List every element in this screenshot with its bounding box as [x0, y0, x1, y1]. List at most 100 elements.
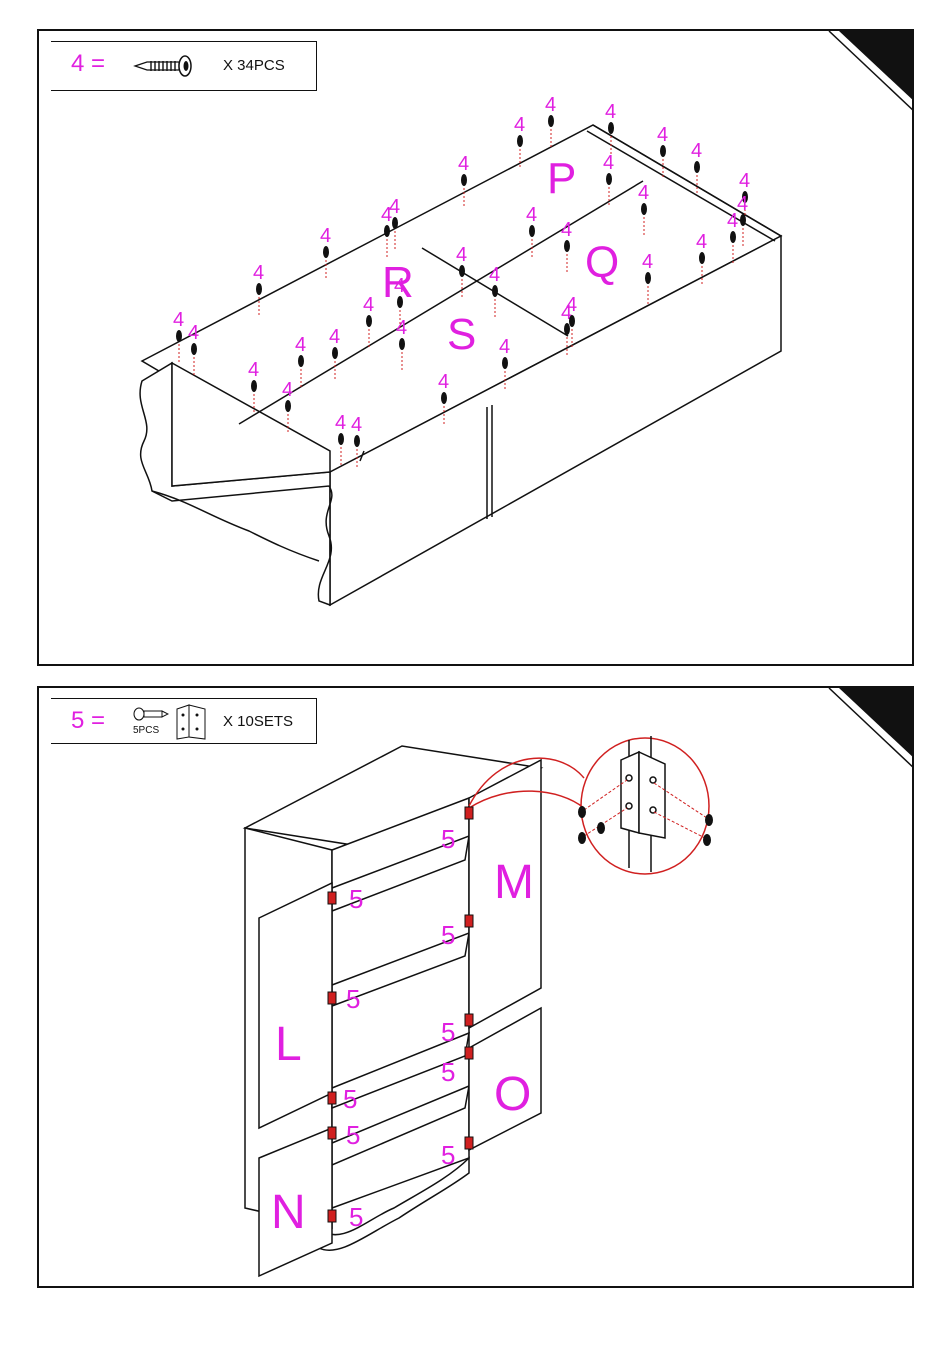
screw-label: 4 [603, 152, 614, 174]
hinge-label: 5 [441, 824, 455, 854]
corner-tab-icon [839, 31, 914, 103]
screw-icon [492, 285, 498, 297]
screw-label: 4 [329, 326, 340, 348]
hinge-label: 5 [441, 1017, 455, 1047]
screw-icon [323, 246, 329, 258]
screw-icon [332, 347, 338, 359]
screw-label: 4 [248, 359, 259, 381]
screw-icon [459, 265, 465, 277]
screw-label: 4 [458, 153, 469, 175]
screw-label: 4 [605, 101, 616, 123]
screw-label: 4 [295, 334, 306, 356]
screw-label: 4 [566, 294, 577, 316]
hinge-icon [465, 915, 473, 927]
screw-icon [461, 174, 467, 186]
screw-label: 4 [188, 322, 199, 344]
screw-label: 4 [456, 244, 467, 266]
screw-label: 4 [638, 182, 649, 204]
screw-label: 4 [253, 262, 264, 284]
screw-label: 4 [545, 94, 556, 116]
screw-label: 4 [351, 414, 362, 436]
hinge-icon [328, 1210, 336, 1222]
hinge-label: 5 [343, 1084, 357, 1114]
corner-tab-icon [839, 688, 914, 760]
screw-label: 4 [389, 196, 400, 218]
screw-label: 4 [691, 140, 702, 162]
part-label-q: Q [585, 238, 619, 287]
hinge-icon [328, 1092, 336, 1104]
screw-icon [176, 330, 182, 342]
screw-icon [441, 392, 447, 404]
screw-label: 4 [396, 317, 407, 339]
screw-label: 4 [737, 193, 748, 215]
hinge-icon [328, 992, 336, 1004]
screw-label: 4 [499, 336, 510, 358]
screw-label: 4 [739, 170, 750, 192]
hinge-label: 5 [349, 1202, 363, 1232]
cabinet-doors-assembly-drawing: 5 5 5 5 5 5 5 5 5 5 M L O N [39, 688, 914, 1288]
screw-icon [338, 433, 344, 445]
screw-label: 4 [696, 231, 707, 253]
step-panel-screws: 4 = X 34PCS [37, 29, 914, 666]
screw-icon [256, 283, 262, 295]
screw-icon [251, 380, 257, 392]
hinge-icon [328, 892, 336, 904]
screw-label: 4 [642, 251, 653, 273]
hinge-icon [328, 1127, 336, 1139]
screw-icon [645, 272, 651, 284]
screw-label: 4 [363, 294, 374, 316]
door-label-n: N [271, 1186, 306, 1239]
screw-label: 4 [489, 264, 500, 286]
hinge-icon [465, 1137, 473, 1149]
part-label-p: P [547, 154, 576, 203]
screw-label: 4 [282, 379, 293, 401]
screw-icon [606, 173, 612, 185]
screw-icon [694, 161, 700, 173]
screw-label: 4 [514, 114, 525, 136]
screw-icon [517, 135, 523, 147]
screw-icon [660, 145, 666, 157]
screw-icon [529, 225, 535, 237]
screw-label: 4 [438, 371, 449, 393]
screw-icon [699, 252, 705, 264]
hinge-icon [465, 1047, 473, 1059]
screw-icon [502, 357, 508, 369]
screw-icon [608, 122, 614, 134]
step-panel-hinges: 5 = 5PCS X 10SETS [37, 686, 914, 1288]
screw-label: 4 [657, 124, 668, 146]
screw-icon [740, 214, 746, 226]
hinge-icon [465, 807, 473, 819]
screw-icon [366, 315, 372, 327]
screw-icon [399, 338, 405, 350]
screw-icon [730, 231, 736, 243]
screw-icon [392, 217, 398, 229]
hinge-label: 5 [346, 984, 360, 1014]
screw-icon [564, 240, 570, 252]
screw-icon [191, 343, 197, 355]
door-label-m: M [494, 856, 534, 909]
screw-icon [354, 435, 360, 447]
hinge-label: 5 [346, 1120, 360, 1150]
screw-icon [641, 203, 647, 215]
screw-label: 4 [173, 309, 184, 331]
hinge-label: 5 [349, 884, 363, 914]
screw-label: 4 [561, 219, 572, 241]
hinge-label: 5 [441, 1140, 455, 1170]
part-label-r: R [382, 258, 414, 307]
screw-icon [548, 115, 554, 127]
hinge-label: 5 [441, 1057, 455, 1087]
part-label-s: S [447, 310, 476, 359]
screw-label: 4 [335, 412, 346, 434]
hinge-label: 5 [441, 920, 455, 950]
screw-icon [569, 315, 575, 327]
screw-label: 4 [526, 204, 537, 226]
door-label-o: O [494, 1068, 531, 1121]
door-label-l: L [275, 1018, 302, 1071]
screw-icon [285, 400, 291, 412]
screw-label: 4 [727, 210, 738, 232]
hinge-icon [465, 1014, 473, 1026]
screw-icon [298, 355, 304, 367]
screw-icon [384, 225, 390, 237]
screw-label: 4 [320, 225, 331, 247]
